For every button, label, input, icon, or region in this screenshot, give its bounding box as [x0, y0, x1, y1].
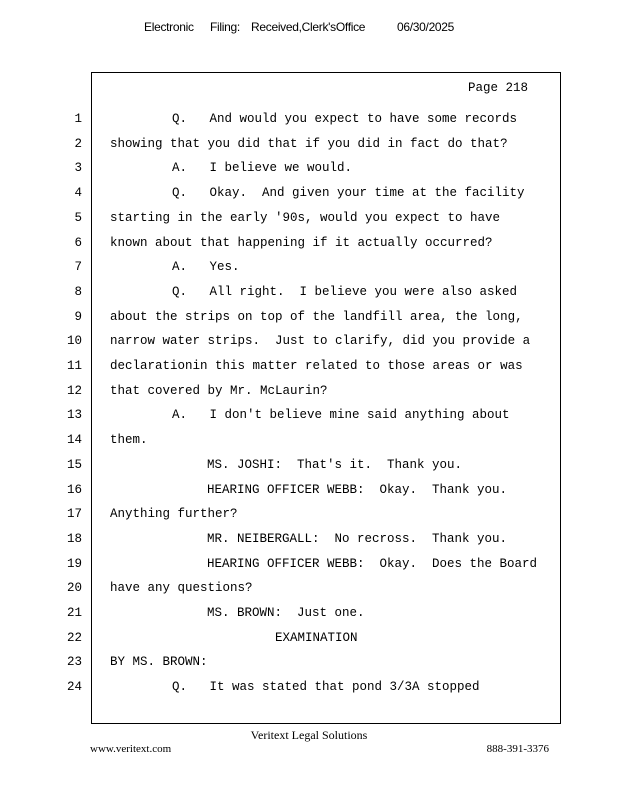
line-text: BY MS. BROWN:	[110, 655, 208, 670]
line-text: A. Yes.	[172, 260, 240, 275]
line-text: EXAMINATION	[275, 630, 358, 645]
line-text: about the strips on top of the landfill …	[110, 309, 523, 324]
line-text: A. I believe we would.	[172, 161, 353, 176]
line-number: 23	[66, 655, 82, 670]
line-number: 2	[74, 136, 82, 151]
line-number: 18	[66, 531, 82, 546]
transcript-box	[91, 72, 561, 724]
line-number: 4	[74, 186, 82, 201]
line-text: narrow water strips. Just to clarify, di…	[110, 334, 531, 349]
header-electronic: Electronic	[144, 20, 194, 34]
line-text: Q. All right. I believe you were also as…	[172, 284, 518, 299]
line-text: known about that happening if it actuall…	[110, 235, 493, 250]
line-number: 14	[66, 433, 82, 448]
line-number: 13	[66, 408, 82, 423]
line-text: them.	[110, 433, 148, 448]
line-text: Anything further?	[110, 507, 238, 522]
header-filing: Filing:	[210, 20, 240, 34]
line-number: 9	[74, 309, 82, 324]
header-date: 06/30/2025	[397, 20, 455, 34]
line-text: declarationin this matter related to tho…	[110, 359, 523, 373]
line-text: showing that you did that if you did in …	[110, 136, 508, 151]
line-number: 6	[74, 235, 82, 250]
line-number: 5	[74, 210, 82, 225]
line-text: Q. Okay. And given your time at the faci…	[172, 186, 525, 201]
line-number: 19	[66, 556, 82, 571]
line-number: 22	[66, 630, 82, 645]
line-text: HEARING OFFICER WEBB: Okay. Does the Boa…	[207, 556, 538, 571]
line-number: 1	[74, 112, 82, 126]
line-number: 3	[74, 161, 82, 176]
line-number: 10	[66, 334, 82, 349]
line-number: 21	[66, 606, 82, 620]
line-text: Q. It was stated that pond 3/3A stopped	[172, 680, 480, 695]
line-number: 7	[74, 260, 82, 275]
line-text: MR. NEIBERGALL: No recross. Thank you.	[207, 531, 508, 546]
page-number: Page 218	[468, 81, 529, 95]
line-number: 24	[66, 680, 82, 695]
line-number: 12	[66, 383, 82, 398]
footer-company: Veritext Legal Solutions	[250, 728, 368, 742]
line-text: MS. BROWN: Just one.	[207, 606, 365, 620]
line-text: Q. And would you expect to have some rec…	[172, 112, 518, 126]
line-text: starting in the early '90s, would you ex…	[110, 210, 501, 225]
line-number: 17	[66, 507, 82, 522]
header-received: Received,Clerk'sOffice	[251, 20, 366, 34]
line-text: that covered by Mr. McLaurin?	[110, 383, 328, 398]
line-number: 15	[66, 457, 82, 472]
line-number: 20	[66, 581, 82, 596]
footer-phone: 888-391-3376	[486, 743, 549, 755]
line-text: MS. JOSHI: That's it. Thank you.	[207, 457, 463, 472]
line-number: 11	[66, 359, 82, 373]
line-text: HEARING OFFICER WEBB: Okay. Thank you.	[207, 482, 508, 497]
line-number: 8	[74, 284, 82, 299]
line-number: 16	[66, 482, 82, 497]
footer-website: www.veritext.com	[90, 743, 172, 755]
line-text: A. I don't believe mine said anything ab…	[172, 408, 510, 423]
line-text: have any questions?	[110, 581, 253, 596]
